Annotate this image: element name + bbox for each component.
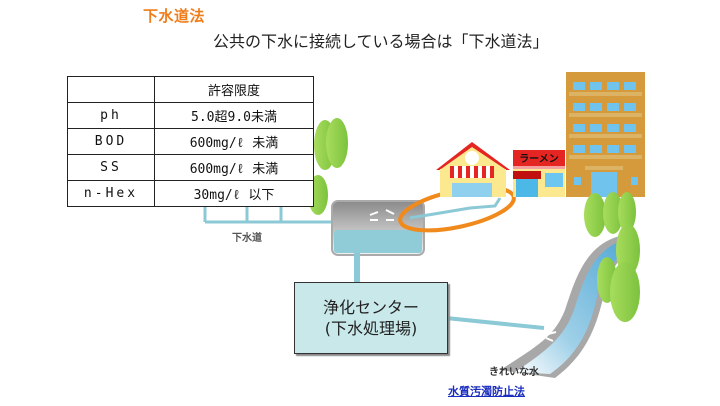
limit-cell: 5.0超9.0未満 <box>154 102 314 129</box>
water-pollution-law-link[interactable]: 水質汚濁防止法 <box>448 385 525 398</box>
restaurant-building-icon <box>436 142 510 197</box>
table-row: ph 5.0超9.0未満 <box>67 102 314 129</box>
parameter-cell: SS <box>67 154 155 181</box>
pipe-to-center <box>354 253 360 283</box>
limit-cell: 600mg/ℓ 未満 <box>154 128 314 155</box>
limit-cell: 600mg/ℓ 未満 <box>154 154 314 181</box>
tree-icon <box>584 192 640 322</box>
discharge-pipe <box>445 316 545 330</box>
limit-cell: 30mg/ℓ 以下 <box>154 180 314 207</box>
sewer-label: 下水道 <box>232 233 262 244</box>
shop-drain-pipe <box>409 197 502 220</box>
office-building-icon <box>566 72 645 197</box>
parameter-cell: n-Hex <box>67 180 155 207</box>
page-title: 下水道法 <box>143 7 206 25</box>
treatment-center-subname: (下水処理場) <box>324 319 418 338</box>
discharge-limits-table: 許容限度 ph 5.0超9.0未満 BOD 600mg/ℓ 未満 SS 600m… <box>67 76 314 207</box>
table-row: BOD 600mg/ℓ 未満 <box>67 128 314 155</box>
table-header-cell <box>67 76 155 103</box>
table-header-cell: 許容限度 <box>154 76 314 103</box>
treatment-center-name: 浄化センター <box>322 298 419 317</box>
clean-water-label: きれいな水 <box>489 367 539 378</box>
sewer-pipe <box>203 205 335 224</box>
treatment-center-box: 浄化センター (下水処理場) <box>294 282 448 354</box>
shop-sign-text: ラーメン <box>519 153 559 165</box>
table-row: SS 600mg/ℓ 未満 <box>67 154 314 181</box>
parameter-cell: BOD <box>67 128 155 155</box>
page-subtitle: 公共の下水に接続している場合は「下水道法」 <box>213 32 549 51</box>
parameter-cell: ph <box>67 102 155 129</box>
ramen-shop-icon: ラーメン <box>513 150 565 197</box>
table-row: n-Hex 30mg/ℓ 以下 <box>67 180 314 207</box>
table-header-row: 許容限度 <box>67 76 314 103</box>
